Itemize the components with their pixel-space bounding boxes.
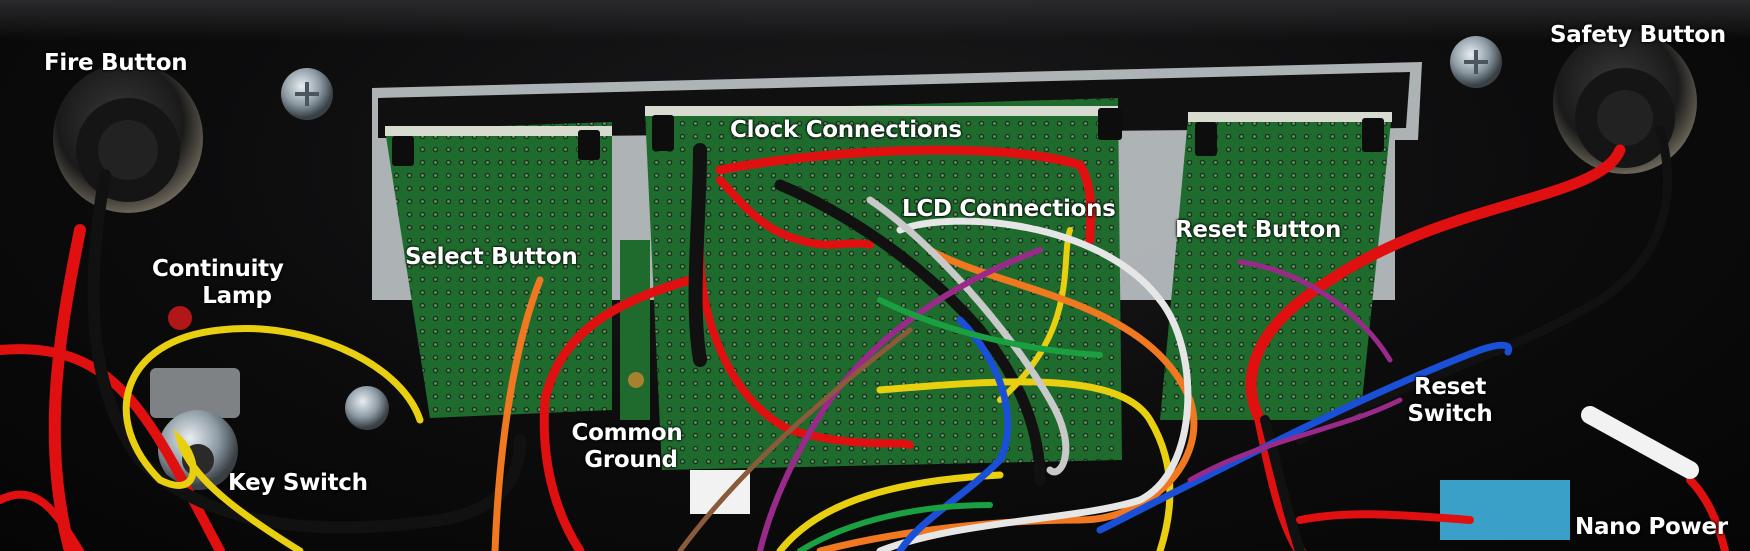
label-continuity-lamp-line2: Lamp <box>202 283 272 309</box>
label-common-ground: Common Ground <box>562 420 692 474</box>
panel-top-edge <box>0 0 1750 40</box>
label-continuity-lamp: Continuity Lamp <box>152 256 284 310</box>
screw-top-left <box>281 68 333 120</box>
label-select-button: Select Button <box>405 244 578 270</box>
label-fire-button: Fire Button <box>44 50 188 76</box>
label-reset-switch-line2: Switch <box>1407 401 1493 427</box>
select-button-board <box>385 122 612 418</box>
label-common-ground-line1: Common <box>571 420 683 446</box>
lcd-module-edge <box>620 240 650 420</box>
screw-lower-left <box>345 386 389 430</box>
label-clock-connections: Clock Connections <box>730 117 962 143</box>
label-lcd-connections: LCD Connections <box>902 196 1116 222</box>
label-key-switch: Key Switch <box>228 470 368 496</box>
temperature-sensor <box>1440 480 1570 540</box>
label-continuity-lamp-line1: Continuity <box>152 256 284 282</box>
main-board <box>645 98 1122 470</box>
safety-button-hardware <box>1553 30 1697 174</box>
label-reset-button: Reset Button <box>1175 217 1342 243</box>
continuity-lamp-led <box>168 306 192 330</box>
label-safety-button: Safety Button <box>1550 22 1726 48</box>
fire-button-hardware <box>53 63 203 213</box>
screw-top-right <box>1450 36 1502 88</box>
label-reset-switch-line1: Reset <box>1413 374 1487 400</box>
reset-button-board <box>1160 112 1392 420</box>
wiring <box>0 125 1729 551</box>
label-common-ground-line2: Ground <box>584 447 678 473</box>
label-nano-power: Nano Power <box>1575 514 1728 540</box>
label-reset-switch: Reset Switch <box>1405 374 1495 428</box>
